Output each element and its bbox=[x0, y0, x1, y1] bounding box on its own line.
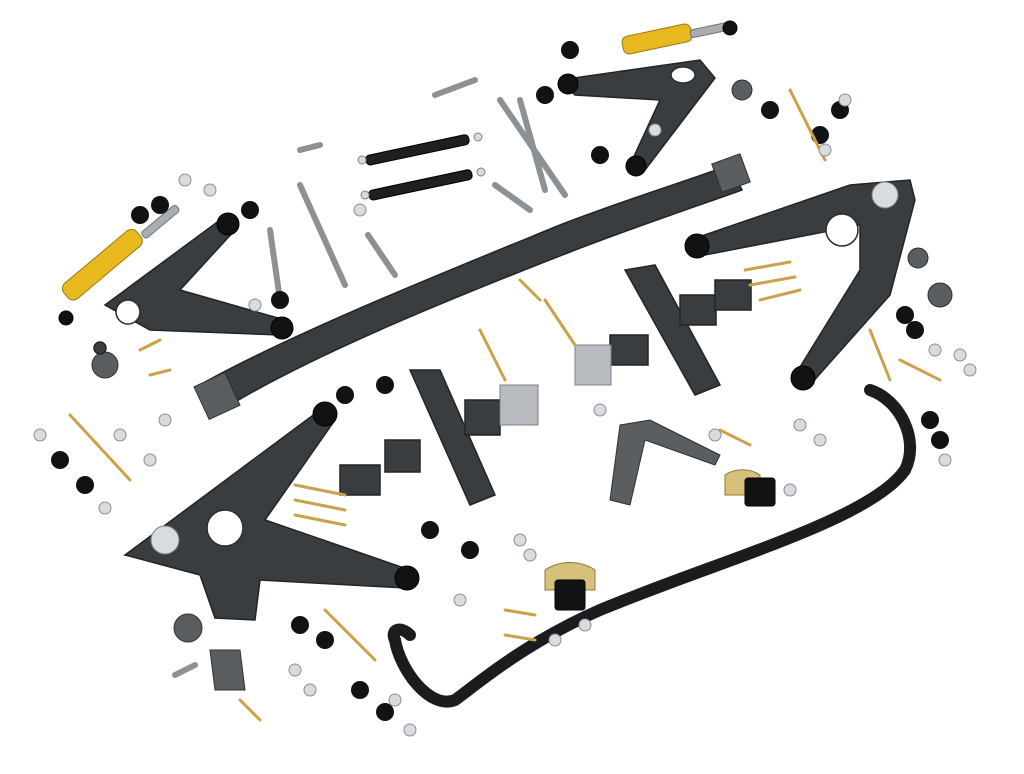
bolt bbox=[743, 260, 792, 272]
upper-control-arm-right bbox=[557, 59, 716, 177]
sway-bar-brackets bbox=[544, 469, 776, 611]
bolt bbox=[898, 358, 942, 382]
bushing bbox=[421, 521, 439, 539]
washer-set bbox=[33, 93, 977, 737]
washer bbox=[33, 428, 47, 442]
bushing bbox=[271, 291, 289, 309]
bolt-set bbox=[68, 88, 942, 722]
ball-joint-left bbox=[91, 341, 119, 379]
washer bbox=[513, 533, 527, 547]
ball-joint-right bbox=[731, 79, 953, 308]
bushing bbox=[376, 703, 394, 721]
lower-control-arm-left bbox=[123, 401, 420, 621]
bolt bbox=[478, 328, 507, 382]
motor-mounts bbox=[339, 264, 752, 506]
tie-rods bbox=[267, 77, 568, 303]
washer bbox=[813, 433, 827, 447]
washer bbox=[938, 453, 952, 467]
washer bbox=[353, 203, 367, 217]
bushing bbox=[461, 541, 479, 559]
washer bbox=[928, 343, 942, 357]
shock-absorber-top bbox=[621, 20, 738, 55]
washer bbox=[388, 693, 402, 707]
bolt bbox=[748, 275, 797, 287]
bushing bbox=[896, 306, 914, 324]
bushing bbox=[351, 681, 369, 699]
bolt bbox=[238, 698, 262, 722]
bolt bbox=[293, 483, 347, 497]
bolt bbox=[138, 338, 162, 352]
washer bbox=[98, 501, 112, 515]
bushing bbox=[931, 431, 949, 449]
bolt bbox=[718, 428, 752, 447]
bushing bbox=[131, 206, 149, 224]
crossmember bbox=[193, 153, 751, 421]
bushing bbox=[151, 196, 169, 214]
bolt bbox=[293, 498, 347, 512]
idler-arm bbox=[609, 419, 721, 506]
bushing-set bbox=[51, 41, 949, 721]
washer bbox=[178, 173, 192, 187]
washer bbox=[113, 428, 127, 442]
bolt bbox=[758, 288, 802, 302]
bushing bbox=[51, 451, 69, 469]
washer bbox=[403, 723, 417, 737]
bolt bbox=[68, 413, 132, 482]
washer bbox=[158, 413, 172, 427]
washer bbox=[578, 618, 592, 632]
bushing bbox=[376, 376, 394, 394]
upper-control-arm-left bbox=[103, 212, 294, 340]
sway-bar bbox=[387, 384, 916, 708]
washer bbox=[593, 403, 607, 417]
washer bbox=[838, 93, 852, 107]
bolt bbox=[148, 368, 172, 377]
bolt bbox=[518, 278, 542, 302]
washer bbox=[783, 483, 797, 497]
bushing bbox=[336, 386, 354, 404]
washer bbox=[648, 123, 662, 137]
bolt bbox=[503, 608, 537, 617]
washer bbox=[793, 418, 807, 432]
bushing bbox=[316, 631, 334, 649]
bolt bbox=[293, 513, 347, 527]
bushing bbox=[241, 201, 259, 219]
shock-absorber-left bbox=[58, 204, 180, 326]
bushing bbox=[761, 101, 779, 119]
bushing bbox=[536, 86, 554, 104]
washer bbox=[288, 663, 302, 677]
washer bbox=[548, 633, 562, 647]
bolt bbox=[868, 328, 892, 382]
washer bbox=[708, 428, 722, 442]
bushing bbox=[76, 476, 94, 494]
bolt bbox=[503, 633, 537, 642]
washer bbox=[523, 548, 537, 562]
washer bbox=[143, 453, 157, 467]
bushing bbox=[591, 146, 609, 164]
washer bbox=[963, 363, 977, 377]
washer bbox=[818, 143, 832, 157]
bushing bbox=[921, 411, 939, 429]
lower-control-arm-right bbox=[684, 179, 916, 391]
bolt bbox=[323, 608, 377, 662]
bushing bbox=[291, 616, 309, 634]
bushing bbox=[906, 321, 924, 339]
washer bbox=[248, 298, 262, 312]
bolt bbox=[543, 298, 577, 347]
washer bbox=[453, 593, 467, 607]
washer bbox=[303, 683, 317, 697]
coilover-shocks bbox=[357, 132, 486, 201]
bushing bbox=[561, 41, 579, 59]
spindle-left bbox=[172, 613, 246, 691]
washer bbox=[203, 183, 217, 197]
washer bbox=[953, 348, 967, 362]
